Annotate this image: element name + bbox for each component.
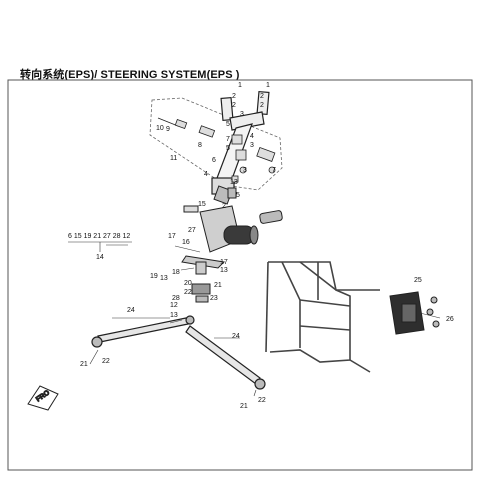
svg-text:2: 2	[232, 93, 236, 100]
svg-text:8: 8	[198, 142, 202, 149]
svg-text:2: 2	[222, 203, 226, 210]
svg-text:11: 11	[170, 155, 177, 162]
mount-bracket	[181, 255, 226, 303]
group-14-label: 6 15 19 21 27 28 12 14	[68, 233, 132, 261]
svg-text:21: 21	[214, 282, 222, 289]
svg-text:21: 21	[80, 361, 88, 368]
svg-text:9: 9	[166, 126, 170, 133]
svg-text:16: 16	[182, 239, 190, 246]
callout-numbers: 1 1 2 2 2 2 3 5 7 5 4 3 7 3 8 6 10 9 11 …	[80, 82, 454, 410]
svg-text:20: 20	[184, 280, 192, 287]
svg-text:5: 5	[236, 192, 240, 199]
svg-text:10: 10	[156, 125, 164, 132]
svg-text:26: 26	[446, 316, 454, 323]
svg-text:13: 13	[220, 267, 228, 274]
svg-text:4: 4	[250, 133, 254, 140]
svg-text:7: 7	[226, 136, 230, 143]
svg-text:18: 18	[172, 269, 180, 276]
steering-column	[211, 90, 270, 195]
svg-text:28: 28	[172, 295, 180, 302]
diagram-border	[7, 79, 473, 471]
svg-text:1: 1	[238, 82, 242, 89]
vehicle-frame	[265, 261, 380, 373]
svg-text:6: 6	[212, 157, 216, 164]
svg-text:13: 13	[170, 312, 178, 319]
svg-text:24: 24	[232, 333, 240, 340]
svg-text:19: 19	[150, 273, 158, 280]
tie-rods	[91, 315, 266, 390]
steering-gearbox	[389, 291, 440, 335]
svg-text:23: 23	[210, 295, 218, 302]
svg-text:25: 25	[414, 277, 422, 284]
svg-text:5: 5	[226, 145, 230, 152]
svg-text:22: 22	[102, 358, 110, 365]
svg-text:24: 24	[127, 307, 135, 314]
svg-text:2: 2	[260, 102, 264, 109]
svg-text:12: 12	[170, 302, 178, 309]
svg-text:15: 15	[198, 201, 206, 208]
svg-text:3: 3	[240, 111, 244, 118]
leader-lines	[89, 244, 441, 397]
column-coupler	[213, 185, 237, 205]
svg-text:1: 1	[266, 82, 270, 89]
eps-unit	[183, 205, 283, 253]
diagram-title: 转向系统(EPS)/ STEERING SYSTEM(EPS )	[20, 69, 240, 81]
svg-text:3: 3	[250, 142, 254, 149]
svg-text:14: 14	[96, 254, 104, 261]
front-direction-indicator: FRO	[27, 385, 59, 411]
svg-text:22: 22	[184, 289, 192, 296]
svg-text:7: 7	[272, 167, 276, 174]
handlebar-hardware	[157, 117, 276, 183]
svg-text:22: 22	[258, 397, 266, 404]
svg-text:2: 2	[260, 93, 264, 100]
svg-text:17: 17	[168, 233, 176, 240]
svg-text:27: 27	[188, 227, 196, 234]
svg-text:17: 17	[220, 259, 228, 266]
svg-text:21: 21	[240, 403, 248, 410]
svg-text:5: 5	[226, 121, 230, 128]
svg-text:4: 4	[204, 171, 208, 178]
svg-text:13: 13	[230, 179, 238, 186]
svg-text:13: 13	[160, 275, 168, 282]
svg-text:3: 3	[243, 167, 247, 174]
svg-text:2: 2	[232, 102, 236, 109]
svg-text:6 15 19 21 27 28 12: 6 15 19 21 27 28 12	[68, 233, 130, 240]
handlebar-group-outline	[149, 97, 283, 191]
